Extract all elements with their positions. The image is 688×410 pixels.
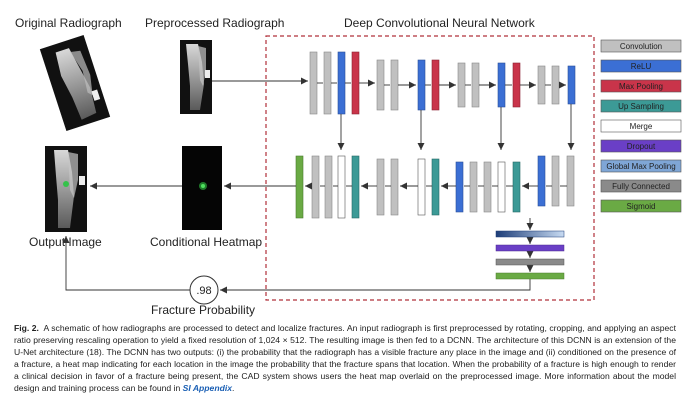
head-fully-connected xyxy=(495,258,565,266)
decoder-upsample-layer xyxy=(431,158,440,216)
probability-circle xyxy=(189,275,219,305)
decoder-upsample-layer xyxy=(351,155,360,219)
encoder-relu-layer xyxy=(497,62,506,108)
decoder-conv-layer xyxy=(324,155,333,219)
decoder-arrows xyxy=(62,182,567,294)
legend-label: Up Sampling xyxy=(618,102,664,111)
decoder-conv-layer xyxy=(469,161,478,213)
decoder-conv-layer xyxy=(311,155,320,219)
legend-swatch xyxy=(600,179,682,193)
head-dropout xyxy=(495,244,565,252)
preprocessed-radiograph-image xyxy=(180,40,212,114)
dcnn-dashed-box xyxy=(265,35,595,301)
legend-swatch xyxy=(600,99,682,113)
decoder-conv-layer xyxy=(566,155,575,207)
encoder-conv-layer xyxy=(309,51,318,115)
decoder-conv-layer xyxy=(390,158,399,216)
encoder-conv-layer xyxy=(376,59,385,111)
encoder-conv-layer xyxy=(323,51,332,115)
decoder-upsample-layer xyxy=(512,161,521,213)
si-appendix-link[interactable]: SI Appendix xyxy=(182,383,232,394)
decoder-conv-layer xyxy=(483,161,492,213)
encoder-relu-layer xyxy=(567,65,576,105)
encoder-maxpool-layer xyxy=(512,62,521,108)
output-image xyxy=(45,146,87,232)
legend-label: Global Max Pooling xyxy=(606,162,675,171)
legend-swatch xyxy=(600,139,682,153)
decoder-relu-layer xyxy=(455,161,464,213)
encoder-relu-layer xyxy=(417,59,426,111)
original-radiograph-title: Original Radiograph xyxy=(15,16,122,30)
encoder-maxpool-layer xyxy=(431,59,440,111)
decoder-merge-layer xyxy=(337,155,346,219)
decoder-row xyxy=(295,155,575,219)
encoder-arrows xyxy=(212,77,575,150)
head-sigmoid xyxy=(495,272,565,280)
figure-caption: Fig. 2. A schematic of how radiographs a… xyxy=(14,322,676,395)
encoder-maxpool-layer xyxy=(351,51,360,115)
encoder-conv-layer xyxy=(471,62,480,108)
legend-swatch xyxy=(600,39,682,53)
legend-label: Merge xyxy=(630,122,653,131)
architecture-diagram: Original Radiograph Preprocessed Radiogr… xyxy=(15,16,682,317)
encoder-row xyxy=(309,51,576,115)
head-global-max-pooling xyxy=(495,230,565,238)
legend-swatch xyxy=(600,79,682,93)
decoder-merge-layer xyxy=(497,161,506,213)
probability-value: .98 xyxy=(196,285,211,297)
heatmap-title: Conditional Heatmap xyxy=(150,235,262,249)
caption-end: . xyxy=(232,383,235,394)
encoder-conv-layer xyxy=(551,65,560,105)
legend-label: ReLU xyxy=(631,62,652,71)
original-radiograph-image xyxy=(39,34,111,132)
encoder-relu-layer xyxy=(337,51,346,115)
dcnn-title: Deep Convolutional Neural Network xyxy=(344,16,536,30)
classification-head xyxy=(495,230,565,280)
decoder-conv-layer xyxy=(376,158,385,216)
caption-label: Fig. 2. xyxy=(14,323,39,333)
legend-label: Convolution xyxy=(620,42,662,51)
output-image-title: Output Image xyxy=(29,235,102,249)
decoder-conv-layer xyxy=(551,155,560,207)
legend-label: Dropout xyxy=(627,142,656,151)
caption-text: A schematic of how radiographs are proce… xyxy=(14,323,676,394)
decoder-merge-layer xyxy=(417,158,426,216)
encoder-conv-layer xyxy=(390,59,399,111)
legend-swatch xyxy=(600,159,682,173)
decoder-relu-layer xyxy=(537,155,546,207)
encoder-conv-layer xyxy=(537,65,546,105)
legend-label: Fully Connected xyxy=(612,182,670,191)
legend-label: Sigmoid xyxy=(627,202,656,211)
legend-label: Max Pooling xyxy=(619,82,663,91)
preprocessed-radiograph-title: Preprocessed Radiograph xyxy=(145,16,284,30)
encoder-conv-layer xyxy=(457,62,466,108)
legend-swatch xyxy=(600,59,682,73)
decoder-sigmoid-layer xyxy=(295,155,304,219)
legend-swatch xyxy=(600,119,682,133)
fracture-probability-title: Fracture Probability xyxy=(151,303,255,317)
conditional-heatmap-image xyxy=(182,146,222,230)
legend-swatch xyxy=(600,199,682,213)
